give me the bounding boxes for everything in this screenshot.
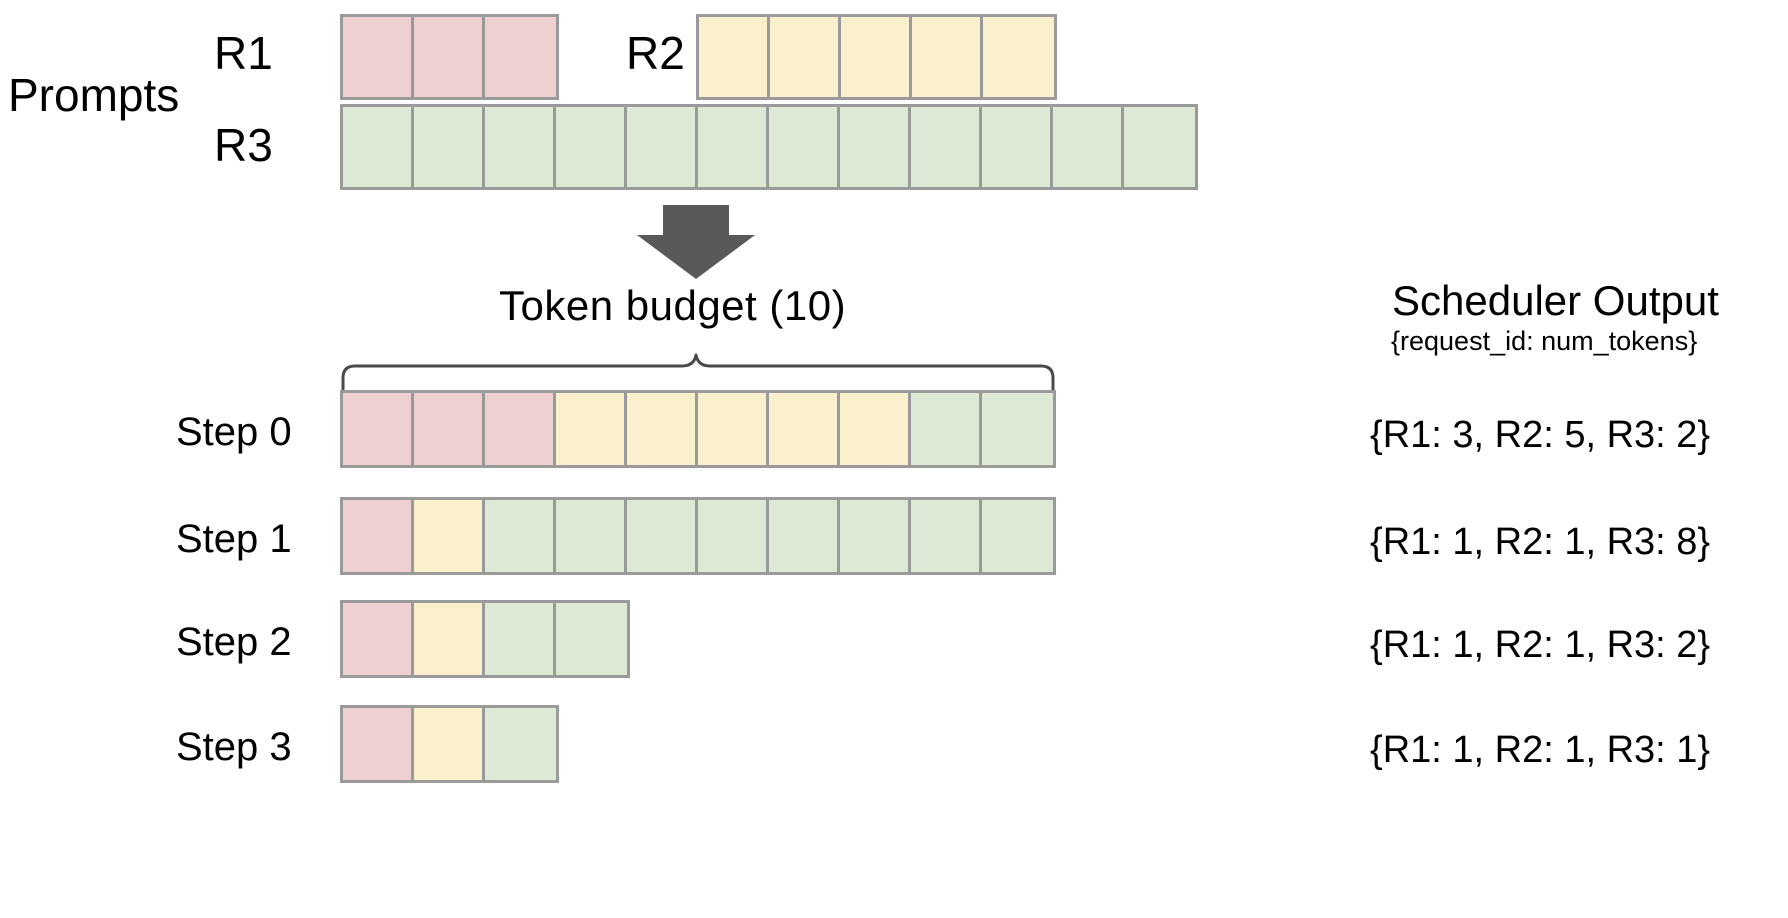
step-strip-2 <box>340 600 630 678</box>
token-cell-r2 <box>912 17 983 97</box>
curly-brace-icon <box>340 352 1056 399</box>
step-label-0: Step 0 <box>176 410 292 454</box>
token-cell-r3 <box>840 107 911 187</box>
token-cell-r3 <box>769 107 840 187</box>
token-cell-r2 <box>840 393 911 465</box>
token-cell-r3 <box>911 107 982 187</box>
step-label-1: Step 1 <box>176 517 292 561</box>
token-cell-r2 <box>983 17 1054 97</box>
step-strip-1 <box>340 497 1056 575</box>
token-cell-r1 <box>343 708 414 780</box>
token-cell-r3 <box>485 107 556 187</box>
prompt-label-r1: R1 <box>214 27 273 79</box>
scheduler-output-0: {R1: 3, R2: 5, R3: 2} <box>1370 414 1711 456</box>
token-budget-label: Token budget (10) <box>499 282 847 329</box>
token-cell-r3 <box>556 603 627 675</box>
token-cell-r3 <box>982 393 1053 465</box>
step-label-3: Step 3 <box>176 725 292 769</box>
token-cell-r2 <box>770 17 841 97</box>
token-cell-r2 <box>414 500 485 572</box>
token-cell-r1 <box>485 17 556 97</box>
token-cell-r3 <box>627 500 698 572</box>
token-cell-r1 <box>343 500 414 572</box>
token-cell-r1 <box>414 393 485 465</box>
prompt-label-r2: R2 <box>626 27 685 79</box>
prompt-strip-r2 <box>696 14 1057 100</box>
prompt-strip-r3 <box>340 104 1198 190</box>
token-cell-r2 <box>699 17 770 97</box>
token-cell-r2 <box>414 708 485 780</box>
token-cell-r1 <box>343 393 414 465</box>
token-cell-r3 <box>485 500 556 572</box>
token-cell-r3 <box>982 500 1053 572</box>
token-cell-r2 <box>556 393 627 465</box>
token-cell-r3 <box>556 500 627 572</box>
scheduler-output-title: Scheduler Output <box>1392 277 1719 324</box>
step-strip-0 <box>340 390 1056 468</box>
scheduler-output-3: {R1: 1, R2: 1, R3: 1} <box>1370 729 1711 771</box>
token-cell-r3 <box>698 107 769 187</box>
scheduler-output-subtitle: {request_id: num_tokens} <box>1391 326 1698 356</box>
token-cell-r2 <box>841 17 912 97</box>
token-cell-r1 <box>343 17 414 97</box>
token-cell-r3 <box>982 107 1053 187</box>
step-strip-3 <box>340 705 559 783</box>
token-cell-r1 <box>414 17 485 97</box>
down-arrow-icon <box>636 205 756 285</box>
token-cell-r2 <box>627 393 698 465</box>
prompt-label-r3: R3 <box>214 119 273 171</box>
token-cell-r3 <box>840 500 911 572</box>
token-cell-r3 <box>1053 107 1124 187</box>
step-label-2: Step 2 <box>176 620 292 664</box>
token-cell-r3 <box>911 393 982 465</box>
token-cell-r3 <box>485 708 556 780</box>
token-cell-r3 <box>485 603 556 675</box>
token-cell-r2 <box>414 603 485 675</box>
token-cell-r3 <box>769 500 840 572</box>
token-cell-r3 <box>343 107 414 187</box>
token-cell-r3 <box>1124 107 1195 187</box>
token-cell-r3 <box>627 107 698 187</box>
token-cell-r1 <box>343 603 414 675</box>
scheduler-output-2: {R1: 1, R2: 1, R3: 2} <box>1370 624 1711 666</box>
token-cell-r3 <box>414 107 485 187</box>
token-cell-r3 <box>698 500 769 572</box>
token-cell-r2 <box>698 393 769 465</box>
prompts-section-label: Prompts <box>8 69 180 121</box>
token-cell-r1 <box>485 393 556 465</box>
token-cell-r3 <box>911 500 982 572</box>
prompt-strip-r1 <box>340 14 559 100</box>
scheduler-output-1: {R1: 1, R2: 1, R3: 8} <box>1370 521 1711 563</box>
token-cell-r3 <box>556 107 627 187</box>
token-cell-r2 <box>769 393 840 465</box>
